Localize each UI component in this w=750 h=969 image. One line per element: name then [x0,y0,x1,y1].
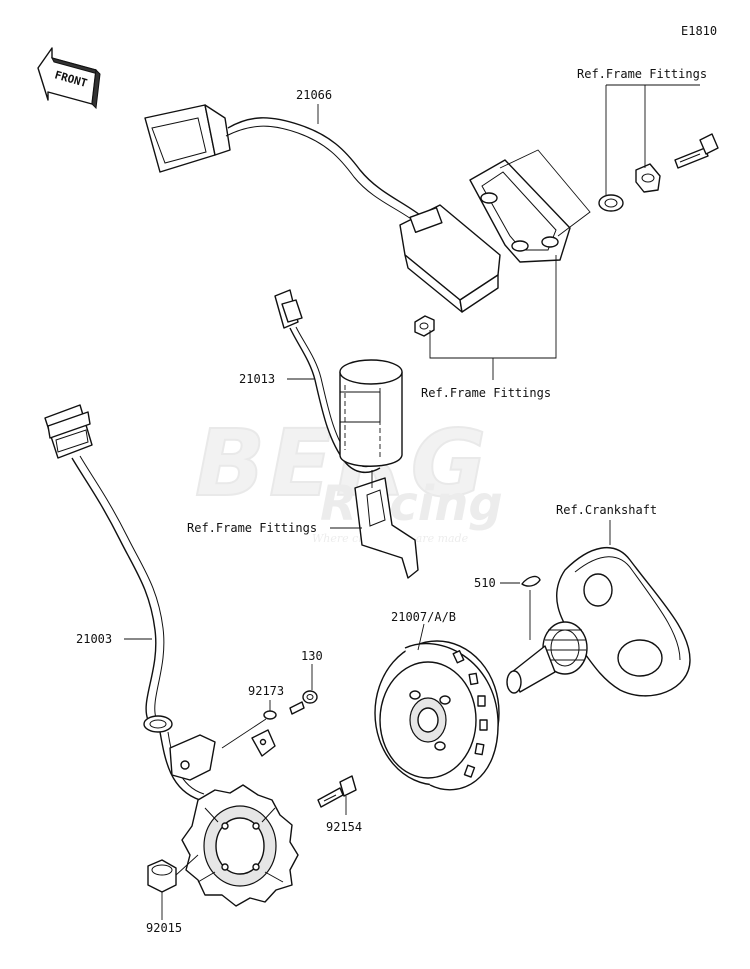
regulator-bracket [469,159,571,263]
label-130: 130 [301,649,323,663]
label-21066: 21066 [296,88,332,102]
stator-assembly [44,404,299,907]
watermark: BERG Racing Where champions are made [194,409,503,545]
bolt-92154 [317,775,357,815]
regulator-rectifier [144,104,501,313]
stator-core [181,784,299,907]
diagram-code: E1810 [681,24,717,38]
plug-92015 [147,854,199,920]
watermark-racing: Racing [320,476,503,532]
ignition-coil [274,289,403,474]
crankshaft [506,520,691,697]
regulator-leaders [317,84,700,380]
coil-bracket [354,470,419,579]
label-92015: 92015 [146,921,182,935]
ref-frame-fittings-top: Ref.Frame Fittings [577,67,707,81]
key-510 [500,575,541,640]
label-510: 510 [474,576,496,590]
label-21003: 21003 [76,632,112,646]
screw-130 [289,664,318,715]
watermark-brand: BERG [195,410,490,517]
ref-frame-fittings-left: Ref.Frame Fittings [187,521,317,535]
label-21007: 21007/A/B [391,610,456,624]
clamp-92173 [221,700,277,757]
ref-frame-fittings-mid: Ref.Frame Fittings [421,386,551,400]
label-92173: 92173 [248,684,284,698]
frame-fittings-hardware [414,133,719,337]
rotor [374,623,500,791]
label-21013: 21013 [239,372,275,386]
front-arrow-icon: FRONT [37,47,101,110]
ref-crankshaft: Ref.Crankshaft [556,503,657,517]
label-92154: 92154 [326,820,362,834]
